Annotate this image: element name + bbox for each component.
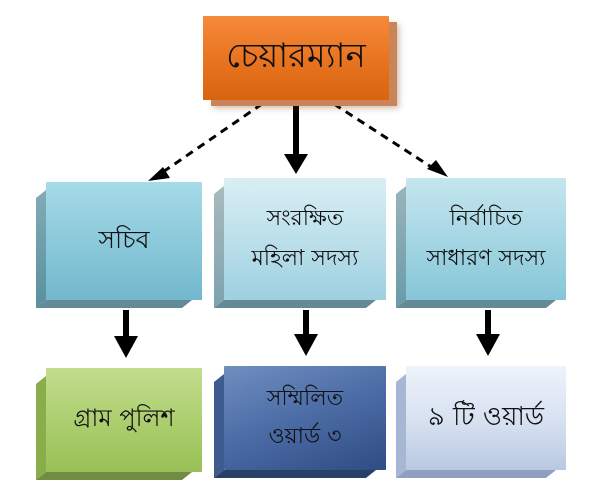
combined-wards-label-line2: ওয়ার্ড ৩ <box>268 424 342 449</box>
combined-wards-label-line1: সম্মিলিত <box>266 386 344 411</box>
connector-chairman-to-elected <box>333 102 437 172</box>
reserved-label-line2: মহিলা সদস্য <box>251 246 359 271</box>
arrowhead-elected <box>427 160 448 177</box>
combined-wards-box: সম্মিলিত ওয়ার্ড ৩ <box>224 366 386 470</box>
arrowhead-secretary <box>148 167 170 181</box>
reserved-women-members-box: সংরক্ষিত মহিলা সদস্য <box>224 178 386 300</box>
nine-wards-box: ৯ টি ওয়ার্ড <box>406 366 566 470</box>
elected-label-line2: সাধারণ সদস্য <box>426 246 546 271</box>
elected-general-members-box: নির্বাচিত সাধারণ সদস্য <box>406 178 566 300</box>
nine-wards-label: ৯ টি ওয়ার্ড <box>427 402 545 432</box>
elected-label-line1: নির্বাচিত <box>449 206 523 231</box>
arrowhead-wards9 <box>476 334 500 356</box>
reserved-label-line1: সংরক্ষিত <box>266 206 344 231</box>
chairman-box: চেয়ারম্যান <box>203 16 389 100</box>
connector-chairman-to-secretary <box>159 102 263 176</box>
arrowhead-wards3 <box>294 334 318 356</box>
village-police-label: গ্রাম পুলিশ <box>73 404 175 432</box>
secretary-box: সচিব <box>46 182 202 300</box>
village-police-box: গ্রাম পুলিশ <box>46 368 202 472</box>
arrowhead-police <box>114 336 138 358</box>
chairman-label: চেয়ারম্যান <box>226 35 366 76</box>
arrowhead-reserved <box>284 154 308 174</box>
secretary-label: সচিব <box>98 224 150 254</box>
